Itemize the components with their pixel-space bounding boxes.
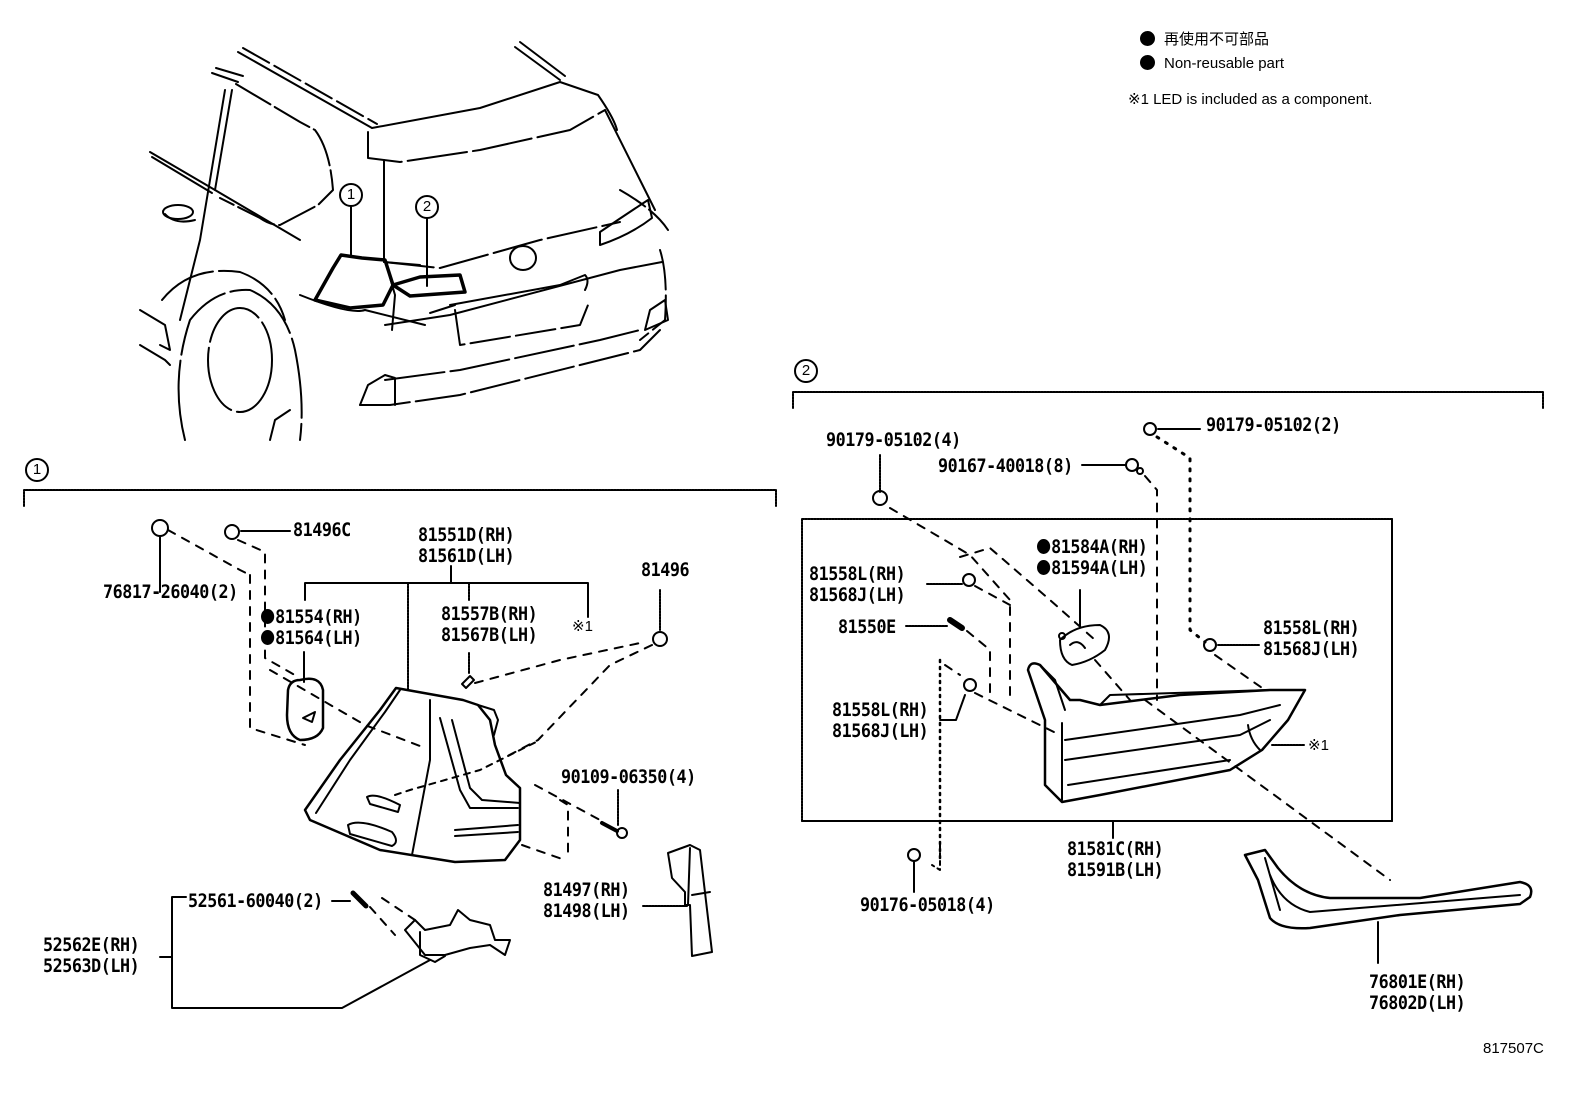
legend-item-en: Non-reusable part — [1140, 52, 1284, 76]
label-90179-05102-2[interactable]: 90179-05102(2) — [1206, 414, 1341, 436]
label-81557B[interactable]: 81557B(RH) — [441, 603, 538, 625]
label-81554[interactable]: 81554(RH) — [261, 607, 362, 628]
filled-circle-icon — [1140, 55, 1155, 70]
non-reusable-icon — [261, 630, 275, 645]
label-81497[interactable]: 81497(RH) — [543, 879, 630, 901]
label-81564[interactable]: 81564(LH) — [261, 628, 362, 649]
label-81551D[interactable]: 81551D(RH) — [418, 524, 515, 546]
label-81591B[interactable]: 81591B(LH) — [1067, 859, 1164, 881]
label-81496C[interactable]: 81496C — [293, 519, 351, 541]
label-81558L-a[interactable]: 81558L(RH) — [809, 563, 906, 585]
label-76801E[interactable]: 76801E(RH) — [1369, 971, 1466, 993]
led-marker-2: ※1 — [1308, 737, 1329, 754]
label-81568J-a[interactable]: 81568J(LH) — [809, 584, 906, 606]
label-90179-05102-4[interactable]: 90179-05102(4) — [826, 429, 961, 451]
non-reusable-icon — [1037, 539, 1051, 554]
section-1-drawing — [23, 489, 777, 1009]
section-2-callout: 2 — [794, 359, 818, 383]
non-reusable-icon — [261, 609, 275, 624]
section-2-drawing — [792, 391, 1544, 964]
label-90167-40018[interactable]: 90167-40018(8) — [938, 455, 1073, 477]
label-52561-60040[interactable]: 52561-60040(2) — [188, 890, 323, 912]
label-81558L-c[interactable]: 81558L(RH) — [1263, 617, 1360, 639]
led-marker-1: ※1 — [572, 618, 593, 635]
label-81550E[interactable]: 81550E — [838, 616, 896, 638]
label-81568J-c[interactable]: 81568J(LH) — [1263, 638, 1360, 660]
label-81561D[interactable]: 81561D(LH) — [418, 545, 515, 567]
label-81584A[interactable]: 81584A(RH) — [1037, 537, 1148, 558]
filled-circle-icon — [1140, 31, 1155, 46]
label-90109-06350[interactable]: 90109-06350(4) — [561, 766, 696, 788]
legend-item-jp: 再使用不可部品 — [1140, 28, 1284, 52]
label-81558L-b[interactable]: 81558L(RH) — [832, 699, 929, 721]
vehicle-rear-view — [139, 41, 669, 441]
label-76802D[interactable]: 76802D(LH) — [1369, 992, 1466, 1014]
label-81496[interactable]: 81496 — [641, 559, 690, 581]
label-81594A[interactable]: 81594A(LH) — [1037, 558, 1148, 579]
label-81568J-b[interactable]: 81568J(LH) — [832, 720, 929, 742]
label-52562E[interactable]: 52562E(RH) — [43, 934, 140, 956]
non-reusable-icon — [1037, 560, 1051, 575]
callout-1: 1 — [339, 183, 363, 207]
section-1-callout: 1 — [25, 458, 49, 482]
label-52563D[interactable]: 52563D(LH) — [43, 955, 140, 977]
illustration-code: 817507C — [1483, 1040, 1544, 1057]
label-81498[interactable]: 81498(LH) — [543, 900, 630, 922]
label-76817-26040[interactable]: 76817-26040(2) — [103, 581, 238, 603]
legend: 再使用不可部品 Non-reusable part — [1140, 28, 1284, 76]
callout-2: 2 — [415, 195, 439, 219]
label-90176-05018[interactable]: 90176-05018(4) — [860, 894, 995, 916]
led-note: ※1 LED is included as a component. — [1128, 91, 1373, 108]
label-81581C[interactable]: 81581C(RH) — [1067, 838, 1164, 860]
label-81567B[interactable]: 81567B(LH) — [441, 624, 538, 646]
